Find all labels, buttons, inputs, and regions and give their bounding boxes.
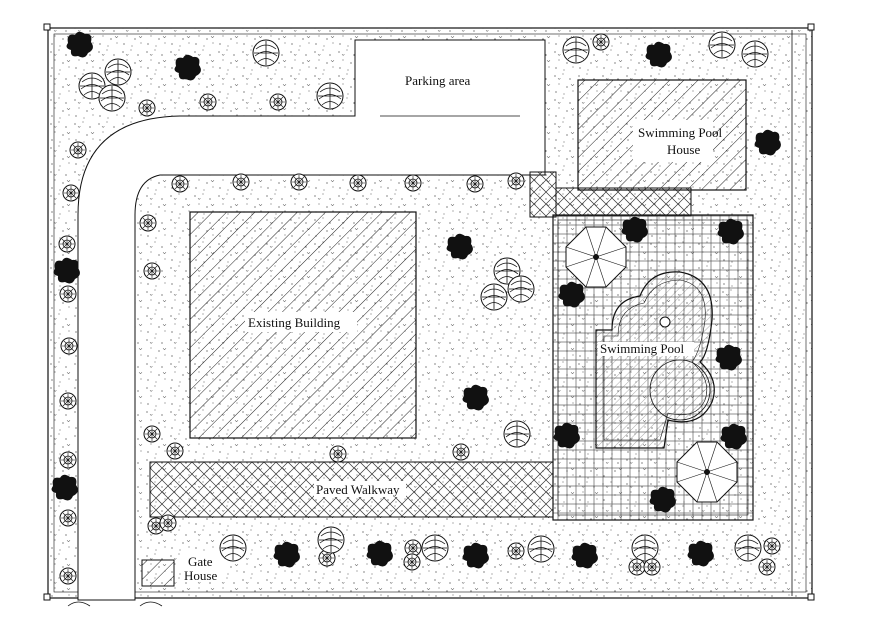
paved-walkway-label: Paved Walkway [316, 482, 400, 497]
gate-house [141, 559, 175, 587]
swimming-pool-label: Swimming Pool [600, 341, 685, 356]
pool-house-label-line1: Swimming Pool [638, 125, 723, 140]
site-boundary-inner [53, 33, 807, 593]
parking-area-label: Parking area [405, 73, 471, 88]
swimming-pool [595, 271, 715, 449]
driveway [77, 39, 546, 601]
gate-house-label-line1: Gate [188, 554, 213, 569]
gate-house-label-line2: House [184, 568, 217, 583]
pool-house-label-line2: House [667, 142, 700, 157]
existing-building-label: Existing Building [248, 315, 341, 330]
